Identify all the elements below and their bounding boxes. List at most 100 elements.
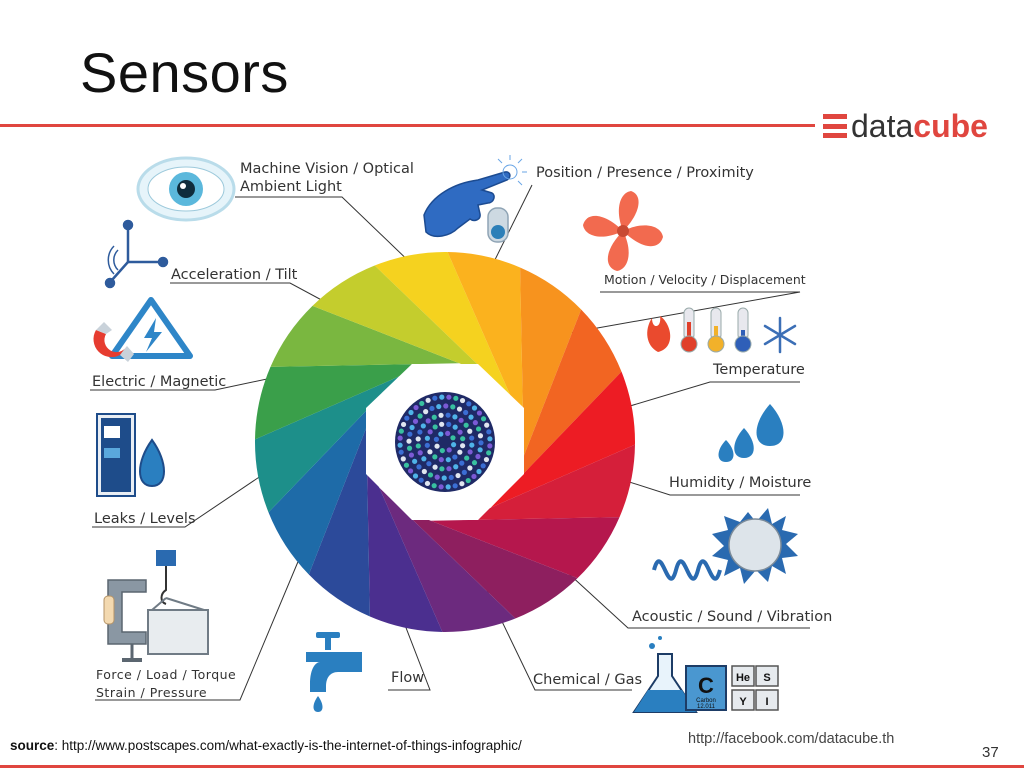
tile-i: I [765, 696, 768, 708]
hub-dot [460, 436, 466, 442]
hub-dot [426, 461, 432, 467]
hub-dot [461, 469, 467, 475]
hub-dot [455, 472, 461, 479]
carbon-name: Carbon [696, 698, 716, 704]
hub-dot [439, 421, 445, 427]
hub-dot [471, 473, 477, 480]
thermometer-icon [647, 307, 797, 354]
hub-dot [425, 397, 431, 403]
hub-dot [452, 483, 458, 489]
hub-dot [468, 414, 474, 420]
connector-force [95, 544, 306, 701]
hub-dot [413, 404, 419, 411]
hub-dot [446, 394, 452, 400]
source-credit: source: http://www.postscapes.com/what-e… [10, 738, 522, 753]
hub-dot [459, 460, 465, 466]
hub-dot [452, 454, 458, 460]
hub-dot [425, 418, 431, 424]
hub-dot [439, 447, 445, 454]
bottom-divider [0, 765, 1024, 768]
hub-dot [480, 416, 487, 422]
hub-dot [432, 464, 438, 470]
hub-dot [406, 438, 412, 444]
wheel-segment [255, 363, 428, 440]
label-position: Position / Presence / Proximity [536, 165, 754, 181]
label-chemical: Chemical / Gas [533, 672, 643, 688]
hub-dot [404, 415, 410, 421]
hub-dot [480, 463, 486, 469]
label-leaks: Leaks / Levels [94, 511, 196, 527]
label-flow: Flow [391, 670, 425, 686]
wheel-segment [490, 371, 636, 508]
wheel-segment [366, 459, 443, 632]
source-url[interactable]: : http://www.postscapes.com/what-exactly… [54, 738, 522, 753]
connector-vision [235, 196, 419, 271]
wheel-segment [270, 305, 460, 367]
slide-title: Sensors [80, 41, 289, 104]
hub-dot [453, 395, 459, 401]
hub-dot [478, 440, 484, 446]
hub-dot [453, 464, 459, 470]
hub-dot [400, 421, 407, 428]
hub-dot [457, 429, 463, 435]
hub-dot [412, 473, 419, 479]
hub-dot [407, 468, 414, 474]
wheel-segment [374, 252, 511, 397]
facebook-link[interactable]: http://facebook.com/datacube.th [688, 731, 895, 747]
magnet-lightning-icon [93, 297, 193, 362]
wheel-segment [255, 376, 400, 513]
carbon-symbol: C [698, 673, 714, 698]
wheel-segment [520, 267, 582, 457]
droplets-icon [718, 404, 784, 462]
hub-dot [421, 456, 427, 462]
hub-dot [487, 443, 493, 449]
hub-dot [429, 405, 435, 412]
hub-dot [446, 466, 452, 472]
page-number: 37 [982, 744, 999, 761]
hub-dot [486, 429, 492, 435]
hub-dot [423, 409, 429, 415]
hub-dot [443, 403, 449, 409]
wheel-segment [268, 398, 378, 575]
hub-dot [441, 475, 447, 481]
carbon-mass: 12.011 [697, 704, 716, 710]
logo-bars-icon [823, 114, 847, 138]
faucet-icon [306, 632, 362, 712]
tile-y: Y [739, 696, 747, 708]
hub-dot [459, 481, 465, 487]
hub-dot [407, 431, 413, 437]
hub-dot [469, 435, 475, 441]
hub-dot [487, 436, 493, 442]
hub-dot [398, 449, 404, 455]
hub-dot [424, 442, 430, 448]
sound-wave-icon [652, 508, 798, 584]
hub-dot [415, 443, 421, 449]
hub-dot [419, 400, 425, 407]
tile-s: S [763, 672, 770, 684]
label-electric: Electric / Magnetic [92, 374, 227, 390]
hub-dot [432, 454, 438, 460]
hub-dot [452, 424, 458, 430]
hub-dot [412, 458, 418, 464]
hub-dot [439, 466, 445, 472]
hub-dot [427, 429, 433, 435]
hub-dot [434, 474, 440, 480]
wheel-segment [462, 444, 635, 521]
hub-dot [466, 401, 472, 407]
hub-dot [486, 450, 492, 456]
hub-dot [408, 452, 415, 458]
hub-dot [409, 424, 415, 431]
hub-dot [463, 422, 469, 428]
hub-dot [424, 480, 431, 487]
pointing-hand-icon [423, 155, 527, 243]
wheel-segment [308, 427, 370, 617]
title-divider [0, 124, 815, 127]
hub-dot [436, 403, 442, 410]
logo-text: datacube [851, 108, 988, 144]
hub-dot [460, 443, 466, 449]
hub-dot [397, 435, 403, 441]
connector-lines [90, 184, 810, 701]
wheel-segment [447, 252, 524, 425]
hub-dot [424, 435, 430, 441]
